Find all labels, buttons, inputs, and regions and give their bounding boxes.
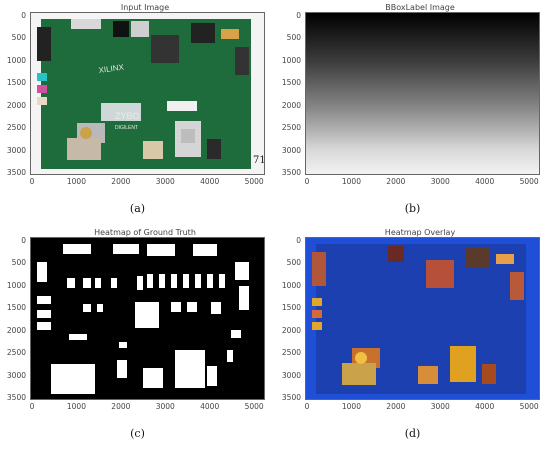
bboxlabel-plot	[305, 12, 540, 175]
y-tick-label: 0	[296, 11, 301, 20]
board-brand-text: XILINX	[98, 62, 125, 75]
x-tick-label: 1000	[66, 402, 86, 411]
x-tick-label: 0	[29, 402, 35, 411]
panel-title: Input Image	[120, 3, 170, 12]
panel-heatmap-overlay: Heatmap Overlay (d) 0 500 1000 1500 2000 2500…	[275, 225, 550, 450]
overlay-plot	[305, 237, 540, 400]
y-tick-label: 1500	[6, 303, 26, 313]
y-tick-label: 2500	[281, 348, 301, 358]
panel-input-image: Input Image XILINX ZYBO	[0, 0, 275, 225]
x-tick-label: 1000	[341, 177, 361, 186]
x-tick-label: 4000	[200, 177, 220, 186]
y-tick-label: 0	[296, 236, 301, 245]
x-tick-label: 0	[304, 402, 310, 411]
gradient-fill	[306, 13, 539, 174]
y-tick-label: 2000	[6, 325, 26, 335]
x-tick-label: 3000	[155, 402, 175, 411]
heatmap-plot	[30, 237, 265, 400]
overlay-image	[306, 238, 539, 399]
panel-title: BBoxLabel Image	[385, 3, 455, 12]
panel-title: Heatmap Overlay	[384, 228, 456, 237]
x-tick-label: 4000	[475, 177, 495, 186]
panel-caption: (b)	[404, 202, 421, 215]
y-tick-label: 0	[21, 11, 26, 20]
y-tick-label: 1000	[281, 55, 301, 65]
y-tick-label: 500	[11, 33, 26, 43]
y-tick-label: 2000	[281, 100, 301, 110]
x-tick-label: 2000	[386, 177, 406, 186]
x-tick-label: 5000	[244, 177, 264, 186]
x-tick-label: 3000	[430, 177, 450, 186]
y-tick-label: 1500	[281, 78, 301, 88]
panel-caption: (d)	[404, 427, 421, 440]
y-tick-label: 500	[11, 258, 26, 268]
y-tick-label: 500	[286, 258, 301, 268]
panel-title: Heatmap of Ground Truth	[94, 228, 196, 237]
board-maker-text: DIGILENT	[115, 125, 138, 131]
handwriting-text: 71	[253, 155, 264, 166]
x-tick-label: 5000	[519, 402, 539, 411]
y-tick-label: 3500	[281, 393, 301, 402]
panel-bboxlabel-image: BBoxLabel Image (b) 0 500 1000 1500 2000 2500…	[275, 0, 550, 225]
y-tick-label: 1500	[281, 303, 301, 313]
x-tick-label: 0	[29, 177, 35, 186]
y-tick-label: 3000	[281, 145, 301, 155]
x-tick-label: 4000	[200, 402, 220, 411]
panel-heatmap-ground-truth: Heatmap of Ground Truth	[0, 225, 275, 450]
y-tick-label: 1000	[6, 280, 26, 290]
y-tick-label: 2500	[281, 123, 301, 133]
y-tick-label: 2000	[281, 325, 301, 335]
x-tick-label: 1000	[66, 177, 86, 186]
x-tick-label: 5000	[244, 402, 264, 411]
x-tick-label: 2000	[386, 402, 406, 411]
y-tick-label: 3500	[6, 393, 26, 402]
x-tick-label: 3000	[430, 402, 450, 411]
x-tick-label: 0	[304, 177, 310, 186]
y-tick-label: 1000	[6, 55, 26, 65]
x-tick-label: 2000	[111, 402, 131, 411]
y-tick-label: 3000	[6, 145, 26, 155]
y-tick-label: 500	[286, 33, 301, 43]
panel-caption: (c)	[130, 427, 145, 440]
x-tick-label: 2000	[111, 177, 131, 186]
y-tick-label: 2000	[6, 100, 26, 110]
panel-caption: (a)	[129, 202, 146, 215]
board-model-text: ZYBO	[115, 111, 140, 121]
y-tick-label: 3000	[281, 370, 301, 380]
pcb-photo: XILINX ZYBO DIGILENT 71	[31, 13, 264, 174]
y-tick-label: 3500	[281, 168, 301, 177]
y-tick-label: 2500	[6, 123, 26, 133]
x-tick-label: 1000	[341, 402, 361, 411]
x-tick-label: 5000	[519, 177, 539, 186]
x-tick-label: 3000	[155, 177, 175, 186]
y-tick-label: 3500	[6, 168, 26, 177]
y-tick-label: 1500	[6, 78, 26, 88]
x-tick-label: 4000	[475, 402, 495, 411]
y-tick-label: 0	[21, 236, 26, 245]
y-tick-label: 2500	[6, 348, 26, 358]
ground-truth-mask	[31, 238, 264, 399]
y-tick-label: 1000	[281, 280, 301, 290]
y-tick-label: 3000	[6, 370, 26, 380]
input-image-plot: XILINX ZYBO DIGILENT 71	[30, 12, 265, 175]
